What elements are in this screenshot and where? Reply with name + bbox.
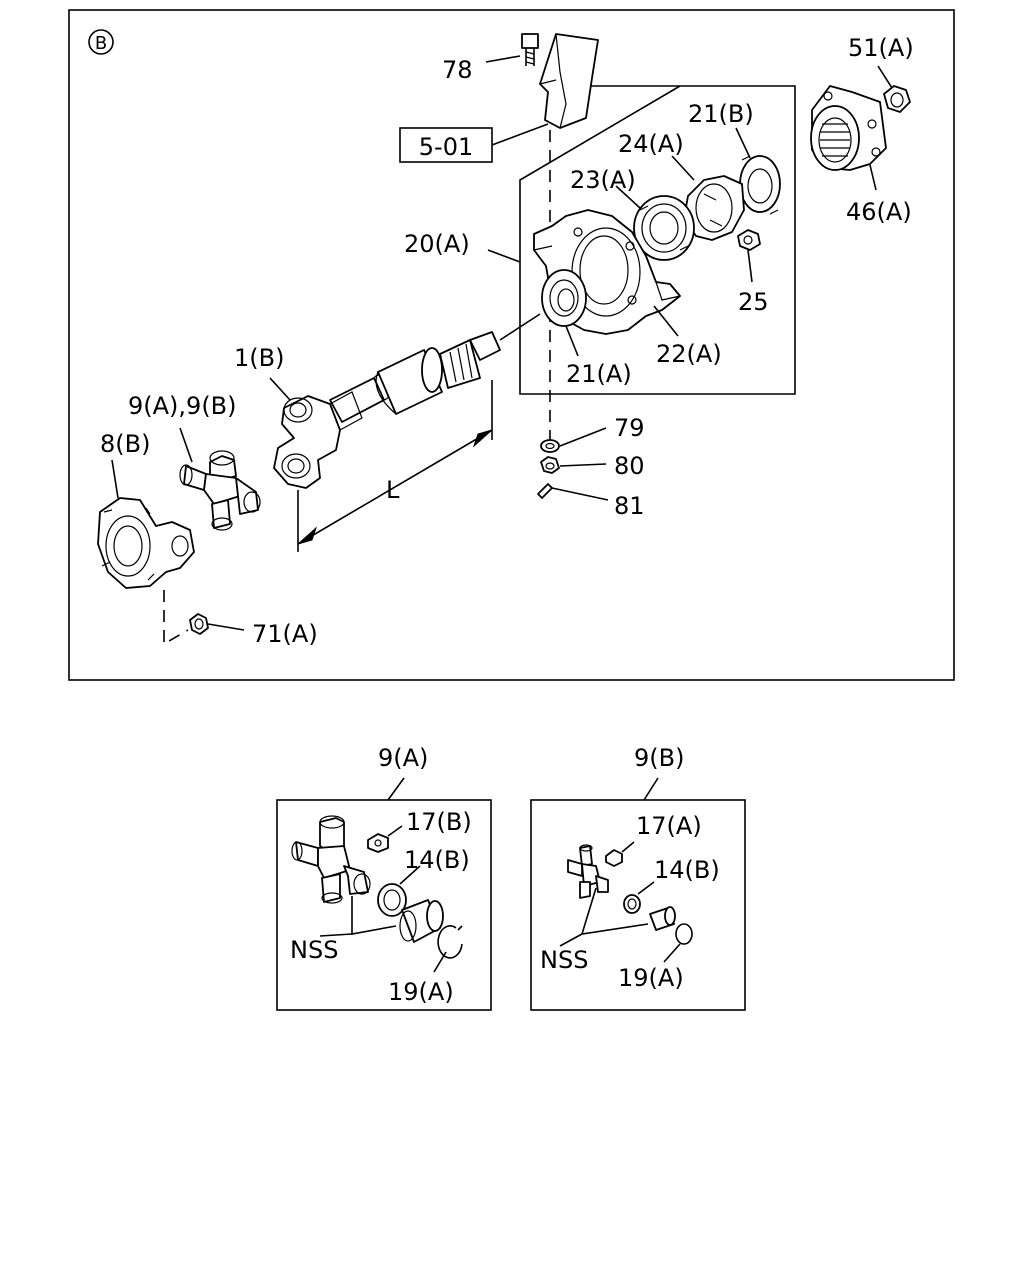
label-71a: 71(A) [252,620,318,648]
label-79: 79 [614,414,645,442]
label-21a: 21(A) [566,360,632,388]
label-81: 81 [614,492,645,520]
detail-a-grease-nipple [367,833,389,853]
svg-text:B: B [95,33,107,54]
seal-21a [541,269,587,327]
propeller-shaft-tube [329,313,541,423]
label-21b: 21(B) [688,100,754,128]
nut-51a [883,85,911,113]
detail-b-bearing-cup [649,906,676,931]
detail-a-label-19: 19(A) [388,978,454,1006]
reference-box-5-01: 5-01 [399,127,493,163]
label-24a: 24(A) [618,130,684,158]
dimension-l: L [297,380,493,552]
detail-a-snap-ring [437,925,463,959]
detail-a-bearing-cup [399,899,444,943]
detail-b-snap-ring [675,923,693,945]
nut-80 [540,456,560,474]
label-80: 80 [614,452,645,480]
center-bearing-inset-frame [519,85,796,395]
detail-b-seal [623,894,641,914]
label-46a: 46(A) [846,198,912,226]
detail-b-label-14: 14(B) [654,856,720,884]
detail-a-title: 9(A) [378,744,428,772]
companion-flange-46a [810,85,887,171]
detail-b-grease-nipple [605,849,623,867]
cotter-pin-81 [537,483,553,499]
detail-b-label-nss: NSS [540,946,588,974]
washer-79 [540,439,560,453]
detail-b-spider [567,844,609,899]
flange-bolt-line [163,590,189,646]
label-22a: 22(A) [656,340,722,368]
label-1b: 1(B) [234,344,284,372]
label-9a-9b: 9(A),9(B) [128,392,237,420]
frame-bracket [538,33,599,129]
bearing-23a [633,195,695,261]
main-diagram-frame [68,9,955,681]
detail-b-label-19: 19(A) [618,964,684,992]
detail-b-label-17: 17(A) [636,812,702,840]
nut-71a [189,613,209,635]
svg-text:L: L [386,476,400,504]
detail-a-label-nss: NSS [290,936,338,964]
grease-nipple-25 [737,229,761,251]
label-78: 78 [442,56,473,84]
detail-b-title: 9(B) [634,744,684,772]
svg-text:5-01: 5-01 [419,133,473,161]
label-25: 25 [738,288,769,316]
detail-a-label-14: 14(B) [404,846,470,874]
label-23a: 23(A) [570,166,636,194]
universal-joint-spider [179,450,261,531]
detail-a-seal [377,883,407,917]
detail-b-frame [530,799,746,1011]
seal-21b [739,155,781,215]
label-20a: 20(A) [404,230,470,258]
label-51a: 51(A) [848,34,914,62]
yoke-1b [273,391,363,489]
label-8b: 8(B) [100,430,150,458]
section-mark: B [88,29,114,55]
bolt-78 [521,33,539,66]
detail-a-frame [276,799,492,1011]
detail-a-spider [291,815,371,904]
detail-a-label-17: 17(B) [406,808,472,836]
flange-yoke-8b [97,497,195,589]
